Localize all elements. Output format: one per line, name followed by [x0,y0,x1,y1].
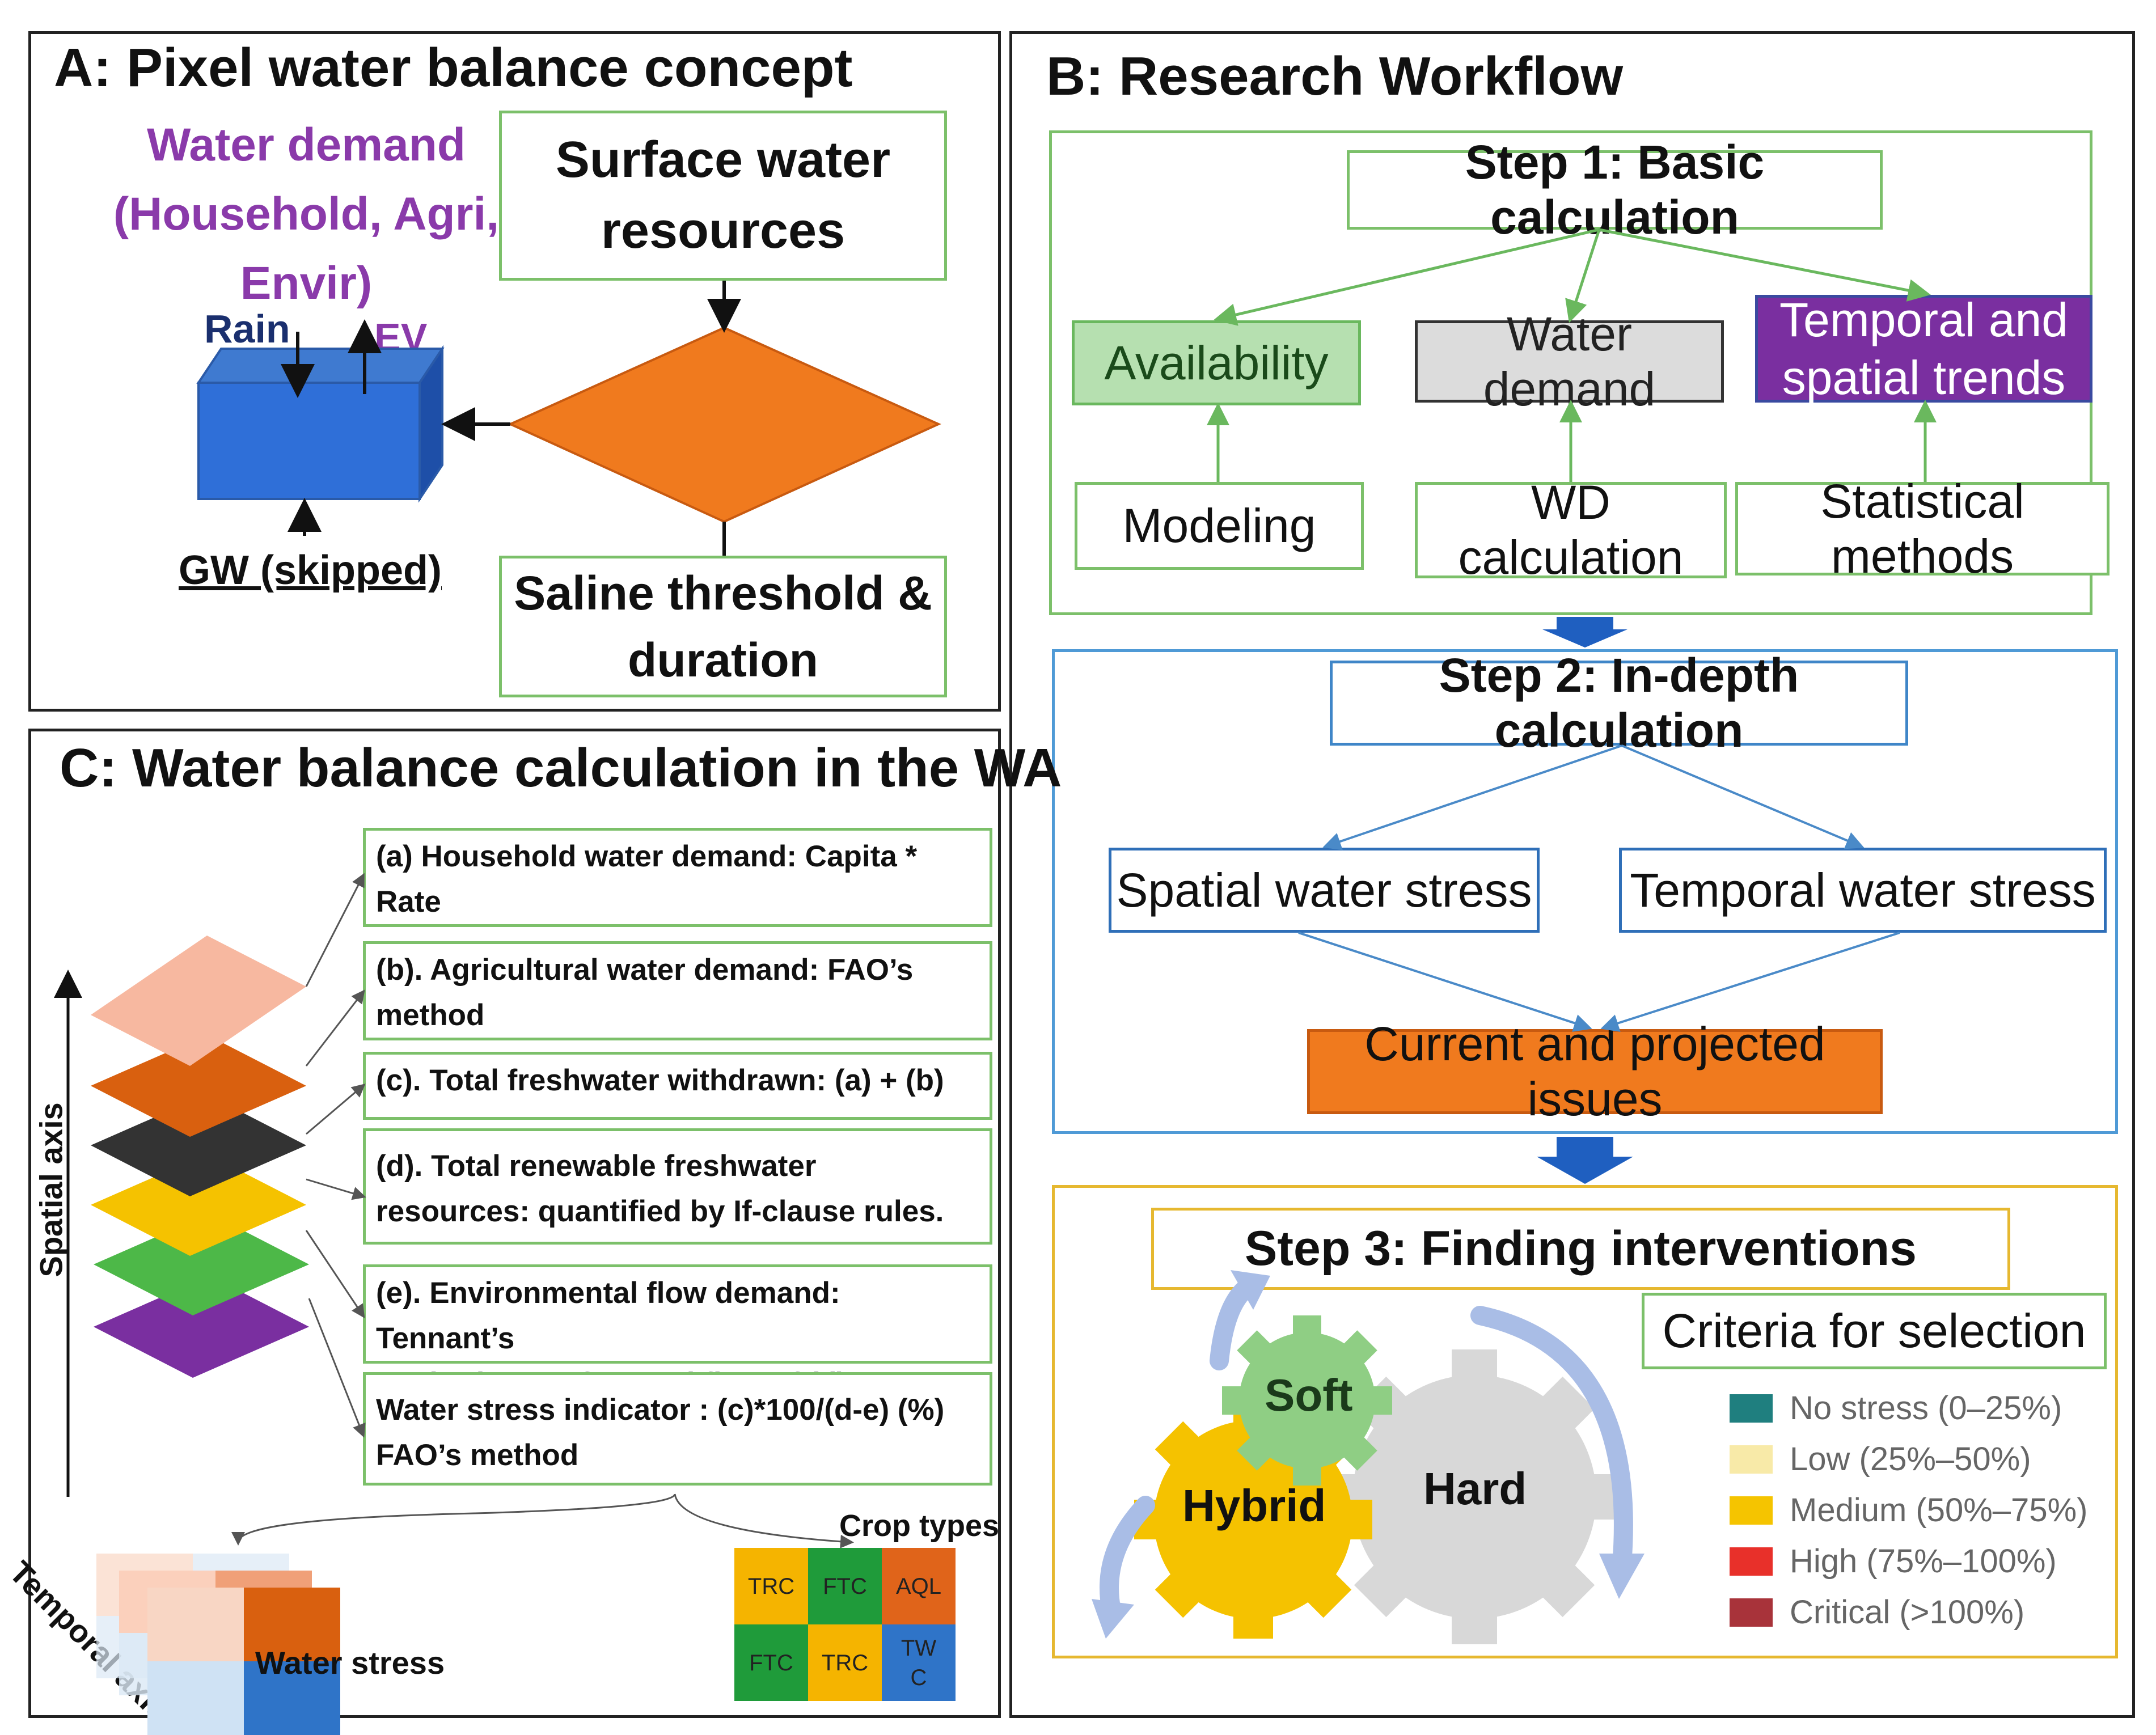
connector-to-grid [231,1493,676,1546]
step1-to-trends-arrow [1599,228,1931,302]
soft-gear-label: Soft [1265,1370,1353,1420]
hybrid-gear-label: Hybrid [1182,1480,1326,1531]
water-demand-label: Water demand (Household, Agri, Envir) [113,119,500,309]
step1-to-step2-arrow [1542,617,1627,648]
cycle-arrow-left-icon [1100,1496,1155,1620]
legend-row: Medium (50%–75%) [1730,1491,2087,1529]
layer-orange [91,1035,306,1137]
gw-label: GW (skipped) [179,548,442,593]
statistical-methods-box: Statistical methods [1735,475,2110,583]
crop-cell: TW C [882,1624,956,1701]
surface-water-box: Surface water resources [499,111,947,281]
layer-stack [91,936,309,1378]
crop-cell: AQL [882,1548,956,1624]
step2-frame [1052,649,2118,1134]
wd-calculation-box: WD calculation [1415,476,1727,584]
layer-black [91,1094,306,1196]
hard-gear-label: Hard [1423,1463,1527,1514]
cycle-arrowhead-top-icon [1231,1270,1270,1310]
legend-swatch [1730,1547,1773,1576]
step2-to-spatial-arrow [1322,744,1622,850]
modeling-box: Modeling [1075,482,1364,570]
connector-b [305,989,365,1067]
spatial-to-issues-arrow [1298,932,1592,1032]
water-stress-grid [96,1554,340,1735]
connector-to-crops [674,1493,854,1548]
cycle-arrow-top-icon [1210,1277,1257,1370]
layer-pink [91,936,306,1066]
item-f-box: Water stress indicator : (c)*100/(d-e) (… [363,1372,992,1486]
connector-d [306,1178,366,1200]
panel-c-title: C: Water balance calculation in the WA [60,738,1062,798]
legend-row: Low (25%–50%) [1730,1440,2031,1478]
step2-to-step3-arrow [1537,1137,1633,1184]
crop-types-label: Crop types [839,1509,1000,1543]
step1-to-availability-arrow [1214,228,1600,326]
connector-e [305,1230,365,1318]
panel-a [28,31,1001,712]
legend-row: High (75%–100%) [1730,1542,2057,1580]
connector-a [305,873,365,987]
layer-purple [94,1276,309,1378]
temporal-stress-box: Temporal water stress [1619,848,2107,933]
trends-box: Temporal and spatial trends [1755,293,2092,404]
layer-yellow [91,1154,306,1256]
panel-b [1009,31,2135,1718]
if-clause-diamond [508,326,941,523]
cycle-arrowhead-right-icon [1599,1554,1645,1599]
soft-gear-icon [1222,1315,1392,1486]
panel-c [28,729,1001,1718]
rain-label: Rain [204,307,290,351]
legend-swatch [1730,1394,1773,1423]
step3-box: Step 3: Finding interventions [1151,1208,2010,1290]
legend-row: No stress (0–25%) [1730,1389,2062,1427]
step3-frame [1052,1185,2118,1658]
crop-cell: TRC [734,1548,808,1624]
panel-b-title: B: Research Workflow [1046,46,1624,107]
saline-threshold-box: Saline threshold & duration [499,556,947,697]
step2-to-temporal-arrow [1621,744,1865,849]
item-c-box: (c). Total freshwater withdrawn: (a) + (… [363,1052,992,1120]
connector-f [308,1298,366,1438]
temporal-to-issues-arrow [1600,932,1900,1032]
connector-c [306,1084,366,1135]
crop-cell: FTC [808,1548,882,1624]
step1-to-demand-arrow [1565,229,1601,323]
crop-cell: TRC [808,1624,882,1701]
cycle-arrowhead-left-icon [1092,1599,1134,1639]
cycle-arrow-right-icon [1470,1306,1633,1575]
criteria-box: Criteria for selection [1642,1293,2107,1369]
legend-row: Critical (>100%) [1730,1593,2024,1631]
legend-swatch [1730,1598,1773,1627]
layer-green [94,1213,309,1315]
pixel-cube [196,345,445,503]
panel-a-title: A: Pixel water balance concept [54,37,853,98]
legend-swatch [1730,1496,1773,1525]
item-a-box: (a) Household water demand: Capita *Rate [363,828,992,927]
water-stress-label: Water stress [255,1645,445,1681]
crop-cell: FTC [734,1624,808,1701]
legend-swatch [1730,1445,1773,1474]
